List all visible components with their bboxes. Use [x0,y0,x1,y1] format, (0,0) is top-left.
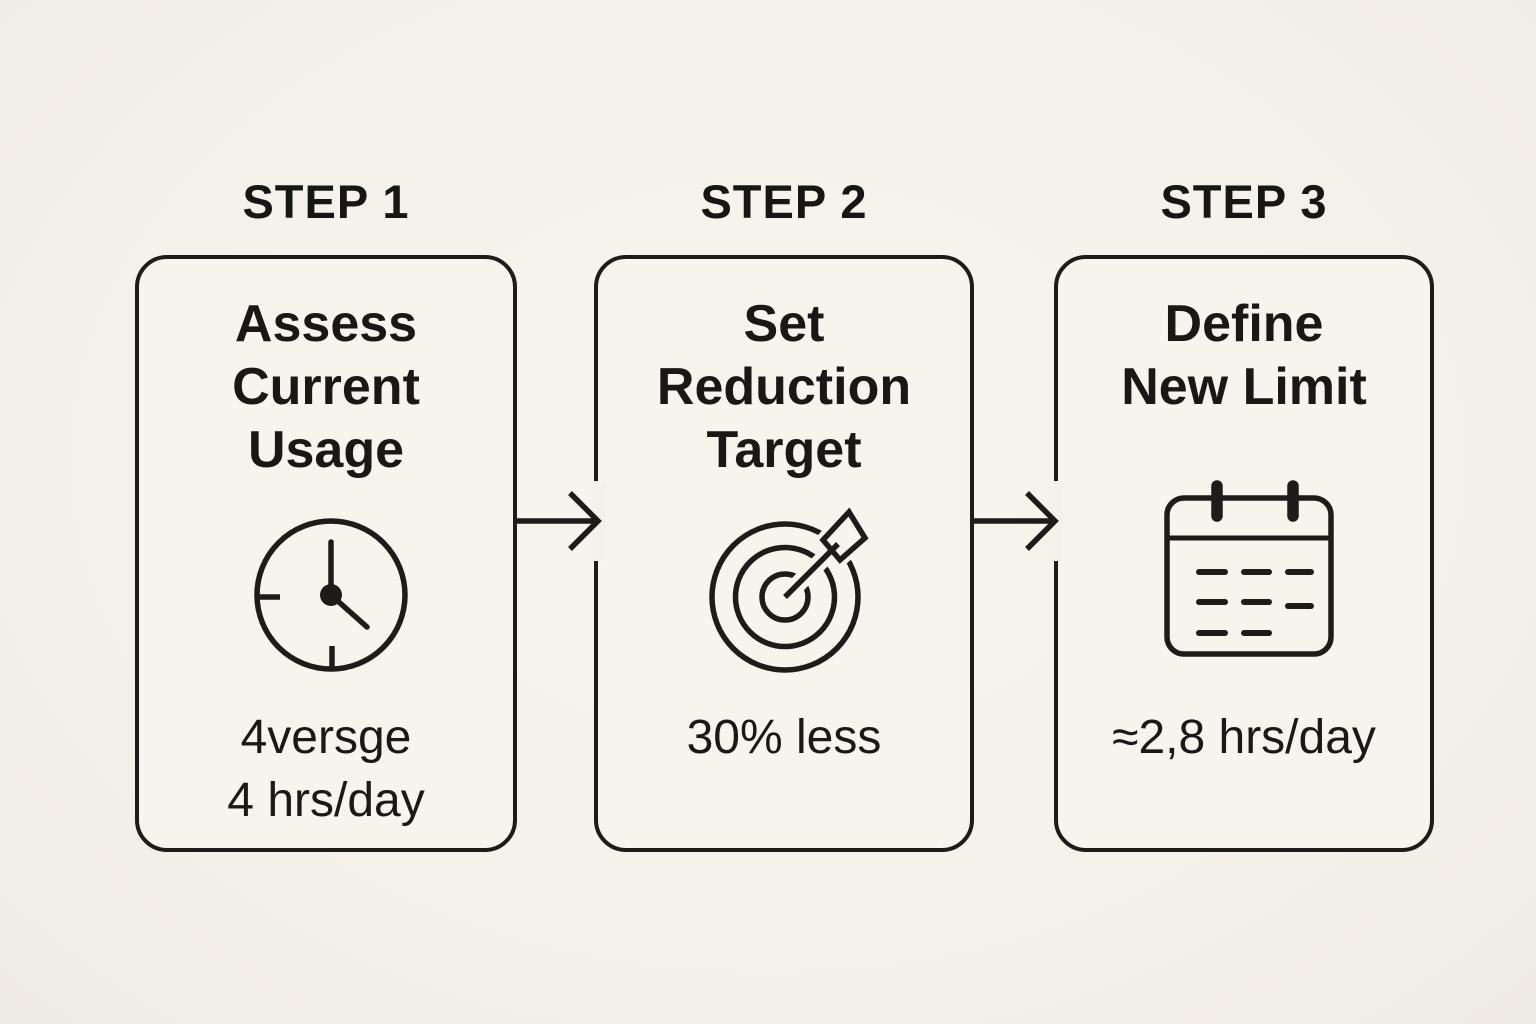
clock-icon [251,515,411,680]
step-2-value: 30% less [598,706,970,769]
title-line: Usage [247,421,405,479]
calendar-icon [1159,470,1339,665]
step-3-label: STEP 3 [1160,175,1328,228]
title-line: Assess [234,295,418,353]
step-1-value: 4versge 4 hrs/day [139,706,513,832]
step-1-title: Assess Current Usage [139,293,513,482]
value-line: ≈2,8 hrs/day [1112,711,1376,764]
target-icon [701,496,881,686]
title-line: Define [1164,295,1324,353]
step-1-label: STEP 1 [242,175,410,228]
step-3-value: ≈2,8 hrs/day [1058,706,1430,769]
step-2-label: STEP 2 [700,175,868,228]
step-1-card: Assess Current Usage 4versge 4 hrs/day [135,255,517,852]
step-3-title: Define New Limit [1058,293,1430,419]
step-3-card: Define New Limit [1054,255,1434,852]
arrow-right-icon [516,481,606,561]
arrow-right-icon [973,481,1063,561]
value-line: 4versge [240,711,412,764]
title-line: New Limit [1121,358,1367,416]
title-line: Target [706,421,862,479]
value-line: 4 hrs/day [227,774,425,827]
title-line: Set [743,295,825,353]
step-2-card: Set Reduction Target 30% less [594,255,974,852]
title-line: Reduction [656,358,912,416]
step-2-title: Set Reduction Target [598,293,970,482]
title-line: Current [232,358,420,416]
value-line: 30% less [686,711,882,764]
